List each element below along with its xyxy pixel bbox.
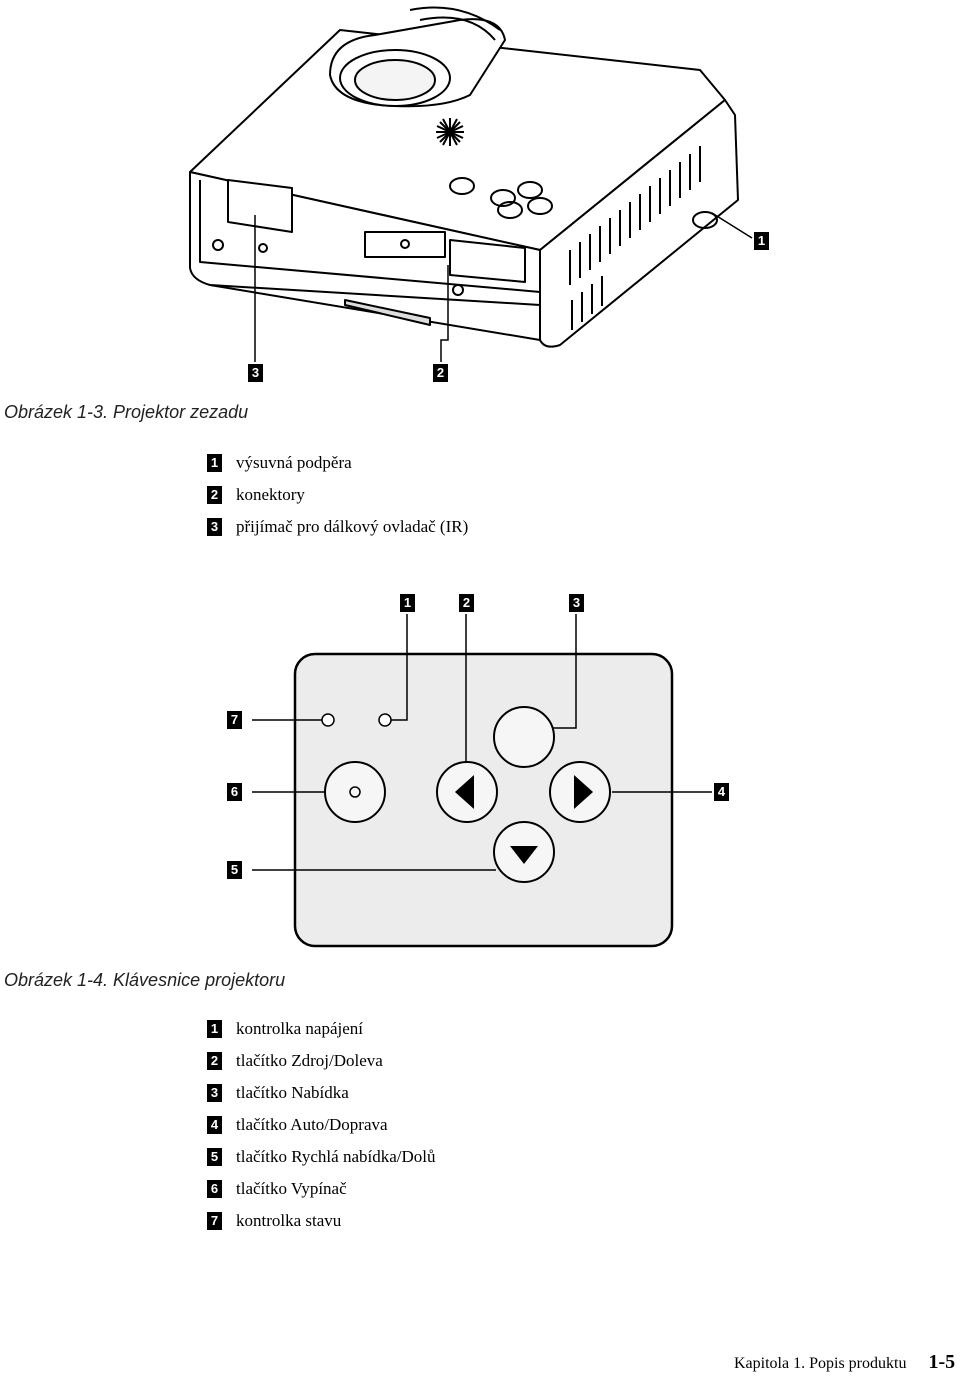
legend-item: 3 přijímač pro dálkový ovladač (IR) <box>207 516 468 538</box>
legend-number: 7 <box>207 1212 222 1230</box>
callout-5: 5 <box>227 861 242 879</box>
legend-item: 6 tlačítko Vypínač <box>207 1178 347 1200</box>
figure-2-caption: Obrázek 1-4. Klávesnice projektoru <box>4 970 286 990</box>
legend-text: kontrolka stavu <box>236 1211 342 1230</box>
legend-text: kontrolka napájení <box>236 1019 363 1038</box>
legend-number: 2 <box>207 1052 222 1070</box>
legend-text: tlačítko Auto/Doprava <box>236 1115 388 1134</box>
legend-item: 2 tlačítko Zdroj/Doleva <box>207 1050 383 1072</box>
legend-number: 5 <box>207 1148 222 1166</box>
legend-text: tlačítko Nabídka <box>236 1083 349 1102</box>
legend-number: 3 <box>207 518 222 536</box>
callout-4: 4 <box>714 783 729 801</box>
menu-button[interactable] <box>493 706 555 768</box>
callout-2: 2 <box>459 594 474 612</box>
callout-7: 7 <box>227 711 242 729</box>
legend-item: 7 kontrolka stavu <box>207 1210 341 1232</box>
status-led <box>321 713 335 727</box>
legend-text: konektory <box>236 485 305 504</box>
legend-item: 1 výsuvná podpěra <box>207 452 352 474</box>
power-button[interactable] <box>324 761 386 823</box>
callout-6: 6 <box>227 783 242 801</box>
legend-item: 3 tlačítko Nabídka <box>207 1082 349 1104</box>
callout-2: 2 <box>433 364 448 382</box>
legend-text: přijímač pro dálkový ovladač (IR) <box>236 517 469 536</box>
callout-1: 1 <box>754 232 769 250</box>
projector-rear-illustration <box>189 6 753 362</box>
legend-number: 4 <box>207 1116 222 1134</box>
legend-item: 5 tlačítko Rychlá nabídka/Dolů <box>207 1146 436 1168</box>
chapter-title: Kapitola 1. Popis produktu <box>734 1355 907 1372</box>
legend-text: tlačítko Vypínač <box>236 1179 347 1198</box>
page-number: 1-5 <box>928 1351 956 1373</box>
legend-number: 3 <box>207 1084 222 1102</box>
legend-number: 2 <box>207 486 222 504</box>
legend-number: 1 <box>207 454 222 472</box>
legend-item: 4 tlačítko Auto/Doprava <box>207 1114 388 1136</box>
callout-1: 1 <box>400 594 415 612</box>
legend-text: tlačítko Zdroj/Doleva <box>236 1051 383 1070</box>
keypad-illustration <box>252 614 712 948</box>
legend-item: 1 kontrolka napájení <box>207 1018 363 1040</box>
page-footer: Kapitola 1. Popis produktu 1-5 <box>734 1351 955 1374</box>
power-led <box>378 713 392 727</box>
legend-item: 2 konektory <box>207 484 305 506</box>
legend-number: 1 <box>207 1020 222 1038</box>
figure-1-caption: Obrázek 1-3. Projektor zezadu <box>4 402 249 422</box>
legend-text: výsuvná podpěra <box>236 453 352 472</box>
callout-3: 3 <box>569 594 584 612</box>
callout-3: 3 <box>248 364 263 382</box>
legend-number: 6 <box>207 1180 222 1198</box>
legend-text: tlačítko Rychlá nabídka/Dolů <box>236 1147 436 1166</box>
